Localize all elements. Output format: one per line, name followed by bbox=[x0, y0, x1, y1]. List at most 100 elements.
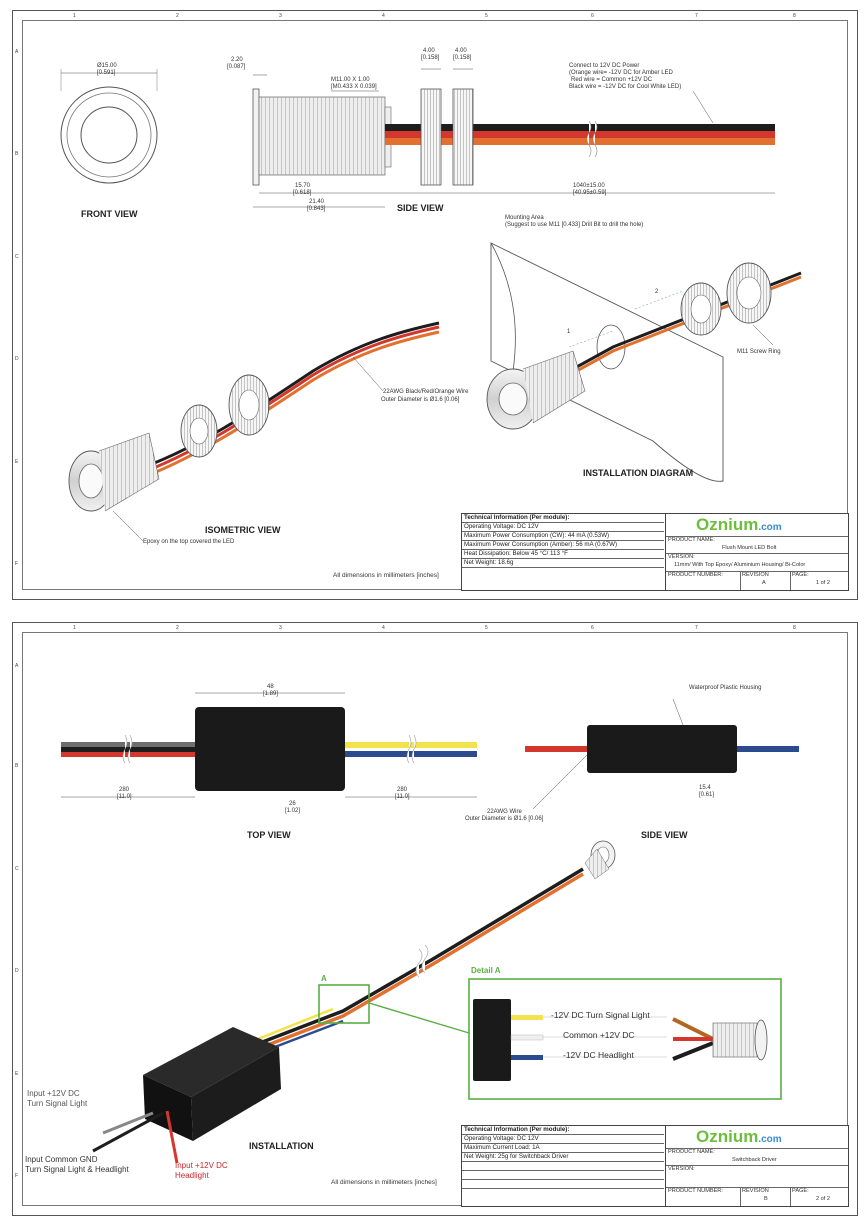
dim-4-00-a: 4.00 bbox=[423, 48, 435, 54]
grid-col-label: 2 bbox=[176, 13, 179, 19]
sheet-2-drawing bbox=[61, 692, 799, 1164]
drawing-sheet-2: 1 2 3 4 5 6 7 8 A B C D E F bbox=[12, 622, 858, 1216]
installation-diagram-title: INSTALLATION DIAGRAM bbox=[583, 468, 694, 478]
detail-common-label: Common +12V DC bbox=[563, 1030, 635, 1040]
technical-info-block-2: Technical Information (Per module): Oper… bbox=[461, 1125, 667, 1207]
power-note-line: (Orange wire= -12V DC for Amber LED bbox=[569, 70, 673, 76]
detail-a-title: Detail A bbox=[471, 966, 501, 975]
power-note-line: Connect to 12V DC Power bbox=[569, 63, 640, 69]
grid-col-label: 3 bbox=[279, 625, 282, 631]
grid-col-label: 6 bbox=[591, 13, 594, 19]
isometric-view-title: ISOMETRIC VIEW bbox=[205, 525, 281, 535]
side-view-drawing bbox=[252, 68, 775, 208]
tech-header: Technical Information (Per module): bbox=[462, 514, 664, 523]
grid-row-label: A bbox=[15, 663, 19, 669]
grid-row-label: F bbox=[15, 561, 19, 567]
dim-26: 26 bbox=[289, 801, 296, 807]
input-head-label: Input +12V DC bbox=[175, 1161, 228, 1170]
front-view-title: FRONT VIEW bbox=[81, 209, 138, 219]
front-view-drawing bbox=[60, 69, 158, 184]
dim-21-40: 21.40 bbox=[309, 199, 325, 205]
wire-note: 22AWG Black/Red/Orange Wire bbox=[383, 389, 469, 395]
grid-col-label: 5 bbox=[485, 13, 488, 19]
tech-row-empty bbox=[462, 1162, 664, 1171]
detail-head-label: -12V DC Headlight bbox=[563, 1050, 634, 1060]
tech-row: Operating Voltage: DC 12V bbox=[462, 523, 664, 532]
dim-diameter-in: [0.591] bbox=[97, 70, 116, 76]
grid-col-label: 1 bbox=[73, 625, 76, 631]
input-gnd-label: Input Common GND bbox=[25, 1155, 98, 1164]
grid-col-label: 7 bbox=[695, 13, 698, 19]
logo: Oznium.com bbox=[696, 1127, 782, 1146]
epoxy-note: Epoxy on the top covered the LED bbox=[143, 539, 235, 545]
installation-title: INSTALLATION bbox=[249, 1141, 314, 1151]
tech-header: Technical Information (Per module): bbox=[462, 1126, 664, 1135]
grid-col-label: 6 bbox=[591, 625, 594, 631]
dim-15-70-in: [0.618] bbox=[293, 190, 312, 196]
tech-row: Net Weight: 25g for Switchback Driver bbox=[462, 1153, 664, 1162]
wire-note-2-sub: Outer Diameter is Ø1.6 [0.06] bbox=[465, 816, 544, 822]
installation-diagram-drawing bbox=[486, 242, 802, 482]
product-number-label: PRODUCT NUMBER: bbox=[668, 1188, 723, 1194]
dim-thread: M11.00 X 1.00 bbox=[331, 77, 370, 83]
tech-row: Maximum Current Load: 1A bbox=[462, 1144, 664, 1153]
dim-280-b: 280 bbox=[397, 787, 408, 793]
power-note-line: Black wire = -12V DC for Cool White LED) bbox=[569, 84, 682, 90]
sheet-1-drawing bbox=[60, 68, 802, 542]
screw-ring-note: M11 Screw Ring bbox=[737, 349, 781, 355]
top-view-drawing bbox=[61, 692, 477, 798]
tech-row: Net Weight: 18.6g bbox=[462, 559, 664, 568]
input-turn-label: Input +12V DC bbox=[27, 1089, 80, 1098]
revision-label: REVISION bbox=[742, 572, 769, 578]
dim-48: 48 bbox=[267, 684, 274, 690]
product-name-label: PRODUCT NAME: bbox=[668, 1149, 715, 1155]
isometric-view-drawing bbox=[68, 321, 440, 542]
product-name-label: PRODUCT NAME: bbox=[668, 537, 715, 543]
tech-row: Maximum Power Consumption (CW): 44 mA (0… bbox=[462, 532, 664, 541]
units-note-2: All dimensions in millimeters [inches] bbox=[331, 1179, 437, 1186]
dim-2-20-in: [0.087] bbox=[227, 64, 246, 70]
input-head-label-sub: Headlight bbox=[175, 1171, 209, 1180]
page-number: 1 of 2 bbox=[816, 580, 830, 586]
step-1-marker: 1 bbox=[567, 329, 571, 335]
grid-row-label: F bbox=[15, 1173, 19, 1179]
version: 11mm/ With Top Epoxy/ Aluminium Housing/… bbox=[674, 562, 806, 568]
side-view-2-title: SIDE VIEW bbox=[641, 830, 688, 840]
detail-marker: A bbox=[321, 974, 327, 983]
wire-note-sub: Outer Diameter is Ø1.6 [0.06] bbox=[381, 397, 460, 403]
dim-26-in: [1.02] bbox=[285, 808, 301, 814]
grid-row-label: E bbox=[15, 459, 19, 465]
grid-col-label: 1 bbox=[73, 13, 76, 19]
installation-drawing bbox=[92, 840, 782, 1164]
dim-280-a: 280 bbox=[119, 787, 130, 793]
mounting-note: Mounting Area bbox=[505, 215, 544, 221]
input-turn-label-sub: Turn Signal Light bbox=[27, 1099, 88, 1108]
grid-col-label: 4 bbox=[382, 13, 385, 19]
grid-col-label: 8 bbox=[793, 13, 796, 19]
grid-col-label: 3 bbox=[279, 13, 282, 19]
dim-1040-in: [40.95±0.59] bbox=[573, 190, 607, 196]
sheet-2-border bbox=[22, 632, 848, 1206]
revision: A bbox=[762, 580, 766, 586]
wire-note-2: 22AWG Wire bbox=[487, 809, 522, 815]
dim-280-b-in: [11.0] bbox=[395, 794, 410, 800]
product-number-label: PRODUCT NUMBER: bbox=[668, 572, 723, 578]
tech-row-empty bbox=[462, 1180, 664, 1189]
technical-info-block: Technical Information (Per module): Oper… bbox=[461, 513, 667, 591]
mounting-note-sub: (Suggest to use M11 [0.433] Drill Bit to… bbox=[505, 222, 644, 228]
dim-thread-in: [M0.433 X 0.039] bbox=[331, 84, 377, 90]
detail-turn-label: -12V DC Turn Signal Light bbox=[551, 1010, 650, 1020]
product-name: Switchback Driver bbox=[732, 1157, 777, 1163]
housing-note: Waterproof Plastic Housing bbox=[689, 685, 762, 691]
revision: B bbox=[764, 1196, 768, 1202]
revision-label: REVISION bbox=[742, 1188, 769, 1194]
sheet-1-border bbox=[22, 20, 848, 590]
title-block: Oznium.com PRODUCT NAME: Flush Mount LED… bbox=[665, 513, 849, 591]
grid-row-label: A bbox=[15, 49, 19, 55]
title-block-2: Oznium.com PRODUCT NAME: Switchback Driv… bbox=[665, 1125, 849, 1207]
dim-diameter: Ø15.00 bbox=[97, 63, 117, 69]
dim-15-70: 15.70 bbox=[295, 183, 311, 189]
grid-row-label: B bbox=[15, 151, 19, 157]
grid-row-label: E bbox=[15, 1071, 19, 1077]
step-2-marker: 2 bbox=[655, 289, 659, 295]
